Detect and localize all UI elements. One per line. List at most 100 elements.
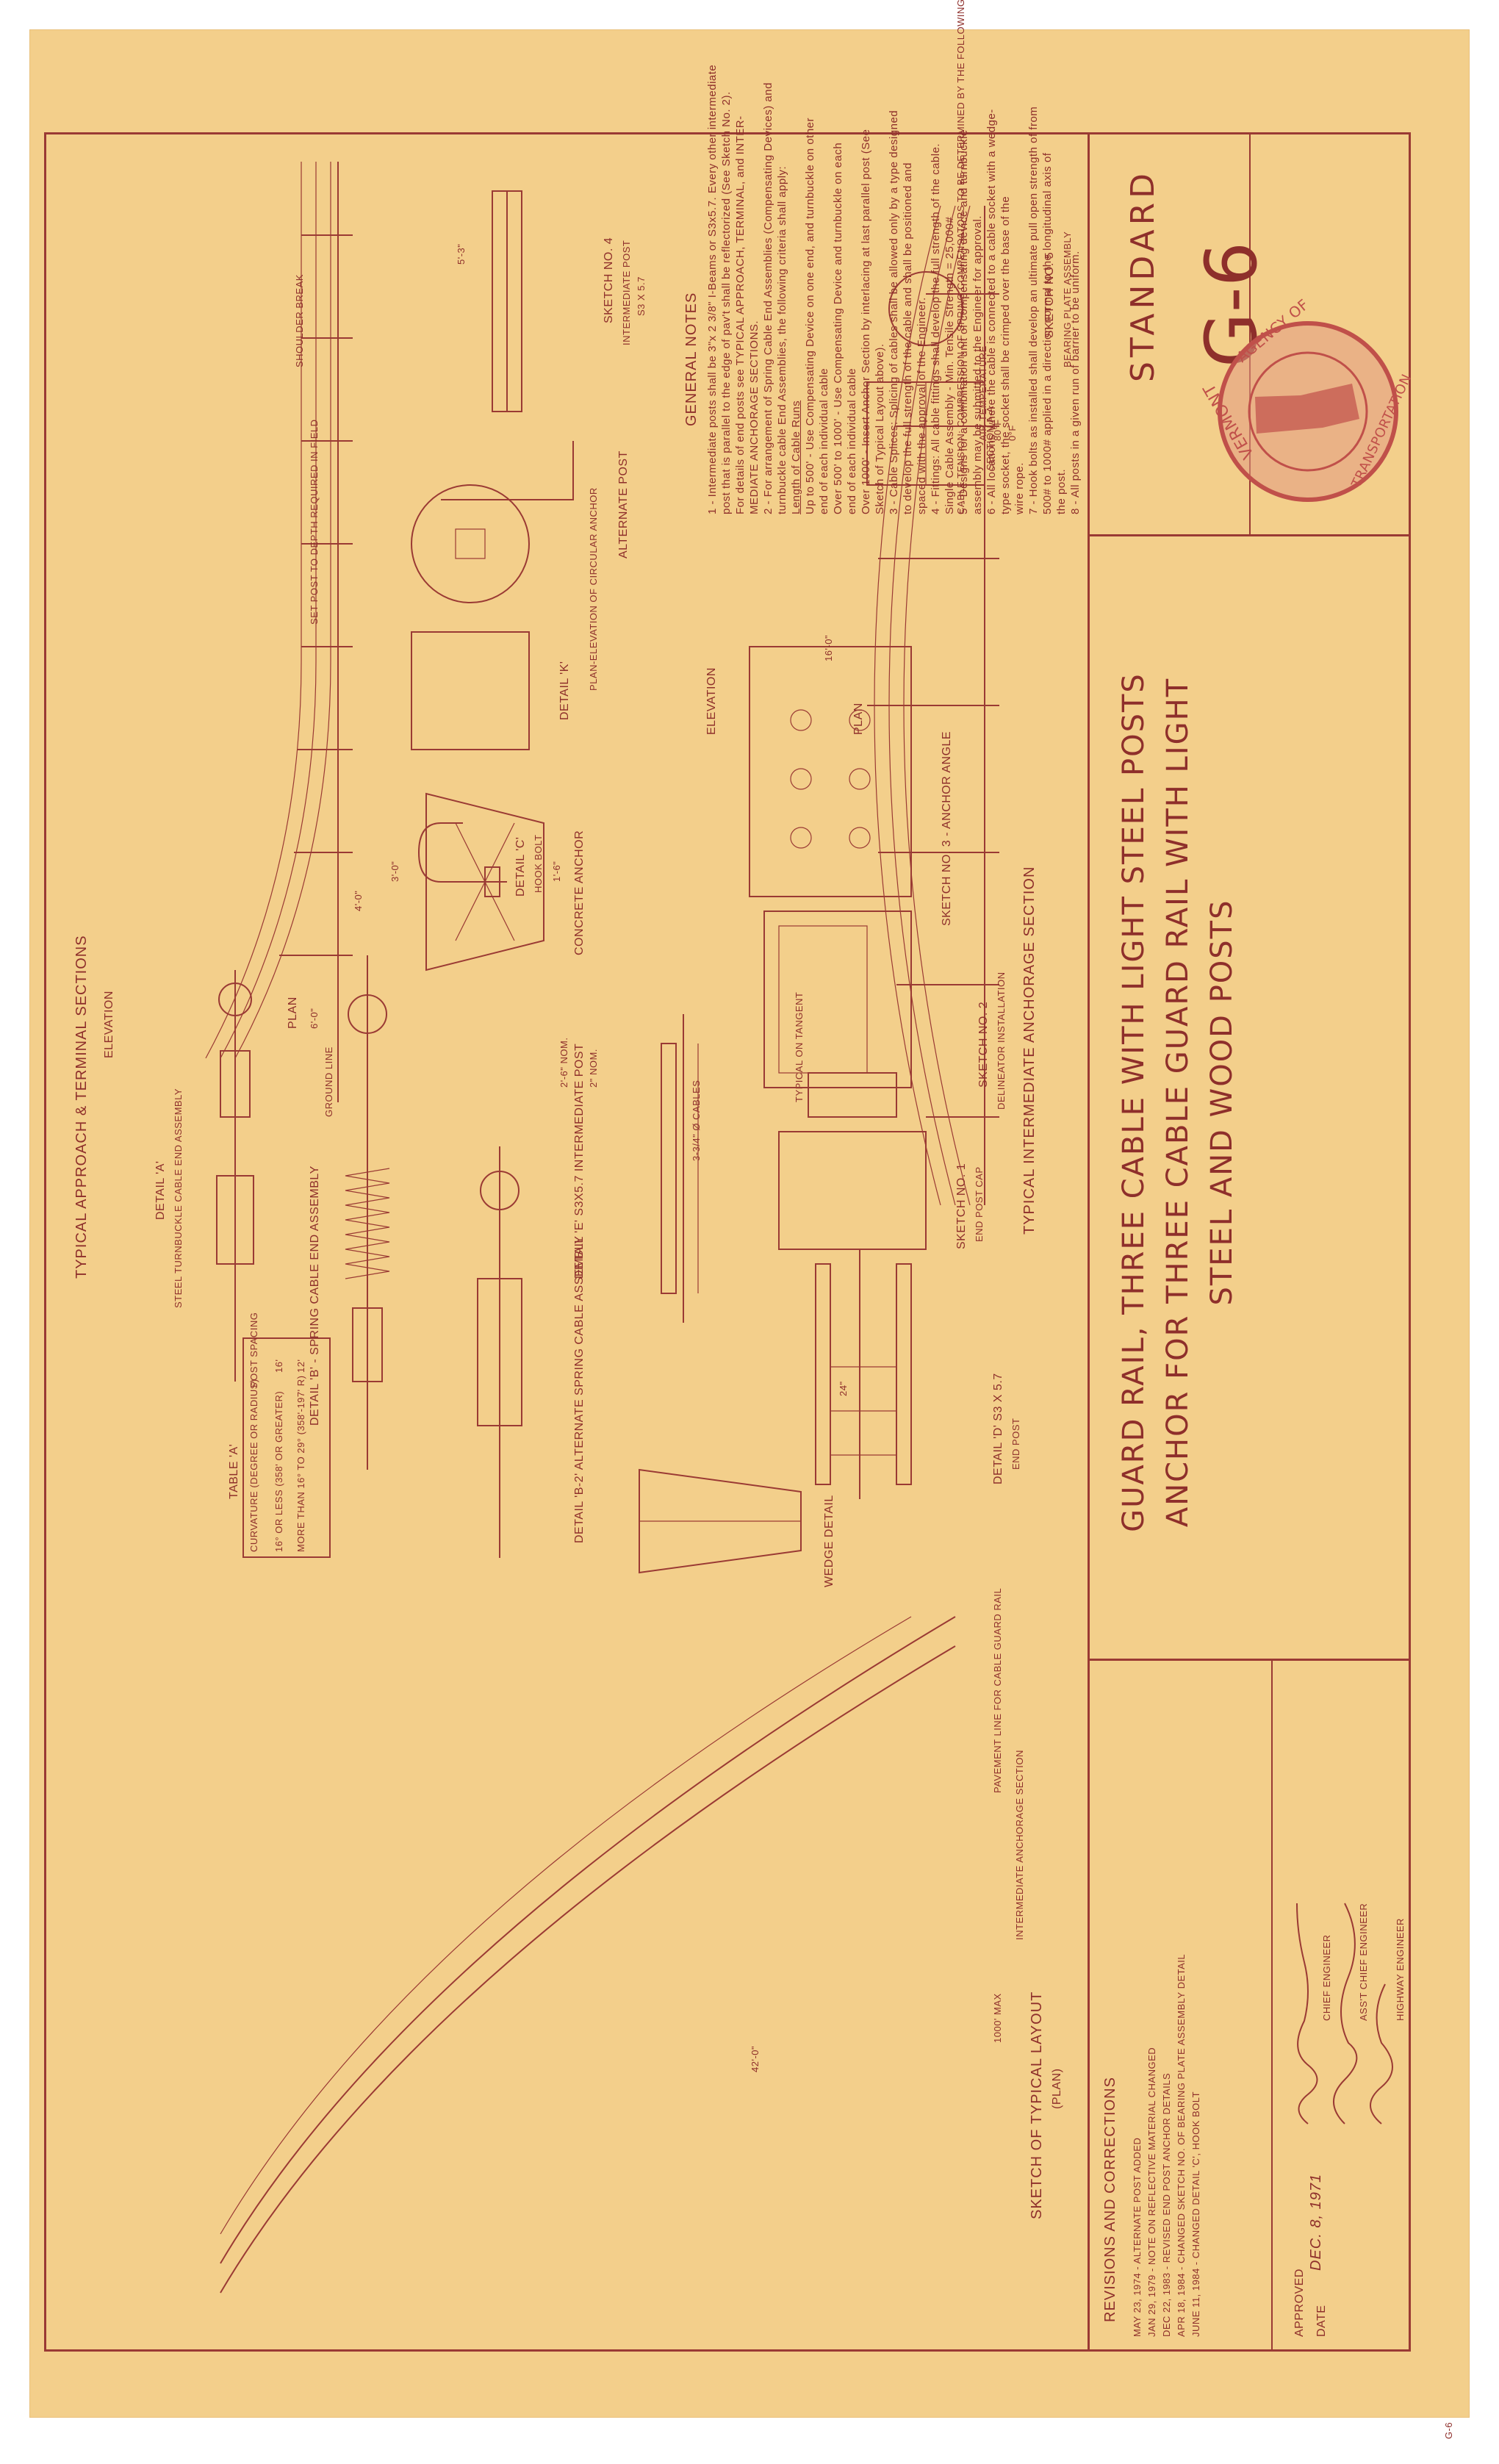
anchor-angle-drawing: [749, 646, 912, 897]
date-label: DATE: [1315, 2305, 1328, 2337]
detail-a-subtitle: STEEL TURNBUCKLE CABLE END ASSEMBLY: [173, 1088, 184, 1308]
max-1000-label: 1000' MAX: [992, 1993, 1003, 2043]
title-band-divider: [1088, 132, 1090, 2352]
detail-k-title: DETAIL 'K': [558, 661, 571, 720]
elevation-label-2: ELEVATION: [705, 667, 718, 735]
revision-item: JAN 29, 1979 - NOTE ON REFLECTIVE MATERI…: [1146, 2047, 1157, 2337]
revision-item: MAY 23, 1974 - ALTERNATE POST ADDED: [1132, 2137, 1143, 2337]
layout-sketch-title: SKETCH OF TYPICAL LAYOUT: [1029, 1991, 1045, 2219]
detail-a-title: DETAIL 'A': [154, 1160, 167, 1220]
concrete-anchor-title: CONCRETE ANCHOR: [573, 830, 586, 955]
note-line: Single Cable Assembly - Min. Tensile Str…: [943, 216, 956, 514]
page-mark: G-6: [1443, 2421, 1455, 2440]
table-a-header-spacing: POST SPACING: [248, 1312, 259, 1387]
note-line: wire rope.: [1013, 462, 1026, 514]
approach-section-title: TYPICAL APPROACH & TERMINAL SECTIONS: [73, 935, 90, 1279]
dim-24: 24": [838, 1381, 849, 1396]
sketch-2-subtitle: DELINEATOR INSTALLATION: [996, 971, 1007, 1110]
detail-e-title: DETAIL 'E' S3X5.7 INTERMEDIATE POST: [573, 1043, 586, 1279]
note-line: assembly may be submitted to the Enginee…: [971, 215, 984, 514]
dim-1-6: 1'-6": [551, 861, 562, 882]
title-line-2: ANCHOR FOR THREE CABLE GUARD RAIL WITH L…: [1161, 677, 1195, 1528]
agency-seal: [1218, 321, 1398, 502]
concrete-anchor-drawing: [425, 792, 544, 971]
table-a: CURVATURE (DEGREE OR RADIUS) POST SPACIN…: [242, 1312, 331, 1558]
dim-6-0: 6'-0": [309, 1007, 320, 1029]
approved-label: APPROVED: [1293, 2269, 1306, 2337]
sketch-1-title: SKETCH NO. 1: [955, 1163, 968, 1249]
revision-item: DEC 22, 1983 - REVISED END POST ANCHOR D…: [1161, 2072, 1172, 2337]
shoulder-break-label: SHOULDER BREAK: [294, 274, 305, 367]
sketch-2-title: SKETCH NO. 2: [977, 1001, 990, 1088]
note-line: 3 - Cable Splices: Splicing of cables sh…: [888, 109, 900, 514]
standard-label: STANDARD: [1124, 168, 1162, 382]
note-line: post that is parallel to the edge of pav…: [720, 91, 733, 514]
note-line: 6 - All locations where the cable is con…: [985, 109, 998, 514]
table-a-header-curvature: CURVATURE (DEGREE OR RADIUS): [248, 1379, 259, 1552]
note-line: Sketch of Typical Layout above).: [874, 343, 886, 514]
note-line: Over 1000' - Insert Anchor Section by in…: [860, 129, 872, 514]
revision-item: APR 18, 1984 - CHANGED SKETCH NO. OF BEA…: [1176, 1953, 1187, 2337]
intermediate-anchorage-label: INTERMEDIATE ANCHORAGE SECTION: [1014, 1750, 1025, 1940]
dim-5-3: 5'-3": [456, 243, 467, 265]
sketch-4-size: S3 X 5.7: [636, 276, 647, 316]
note-line: type socket, the socket shall be crimped…: [999, 195, 1012, 514]
dim-16-0: 16'-0": [823, 634, 834, 661]
sketch-3-title: SKETCH NO. 3 - ANCHOR ANGLE: [941, 730, 953, 926]
signatures: [1296, 1903, 1393, 2124]
drawing-content: REVISIONS AND CORRECTIONS MAY 23, 1974 -…: [44, 0, 1414, 2352]
alternate-post-title: ALTERNATE POST: [617, 450, 630, 558]
note-line: 2 - For arrangement of Spring Cable End …: [762, 82, 774, 514]
general-notes-header: GENERAL NOTES: [683, 292, 700, 426]
sketch-4-title: SKETCH NO. 4: [603, 237, 615, 323]
note-line: 5 - Designs for a combination unit of co…: [957, 129, 970, 514]
note-line: 7 - Hook bolts as installed shall develo…: [1027, 106, 1040, 514]
table-a-cell: 16': [273, 1359, 284, 1373]
approach-elevation-drawing: [205, 162, 353, 1102]
title-line-3: STEEL AND WOOD POSTS: [1205, 899, 1239, 1306]
note-line: Over 500' to 1000' - Use Compensating De…: [832, 142, 844, 514]
asst-chief-engineer-title: ASS'T CHIEF ENGINEER: [1358, 1903, 1369, 2021]
dim-nom-1: 2'-6" NOM.: [558, 1037, 569, 1088]
circular-anchor-drawing: [411, 484, 530, 750]
approval-date: DEC. 8, 1971: [1308, 2173, 1324, 2271]
dim-3-0: 3'-0": [389, 861, 400, 882]
title-line-1: GUARD RAIL, THREE CABLE WITH LIGHT STEEL…: [1117, 672, 1151, 1532]
note-line: the post.: [1055, 468, 1068, 514]
turnbuckle-drawing: [216, 970, 254, 1382]
note-line: 500# to 1000# applied in a direction nor…: [1041, 152, 1054, 514]
drawing-border: [44, 132, 1411, 2352]
layout-sketch-subtitle: (PLAN): [1051, 2068, 1063, 2109]
bearing-plate-drawing: [866, 271, 985, 486]
table-a-cell: 16° OR LESS (358' OR GREATER): [273, 1390, 284, 1552]
table-a-cell: 12': [295, 1359, 306, 1373]
general-notes-body: 1 - Intermediate posts shall be 3"x 2 3/…: [705, 65, 1082, 514]
intermediate-post-drawing: [661, 1014, 699, 1323]
intermediate-section-title: TYPICAL INTERMEDIATE ANCHORAGE SECTION: [1021, 866, 1038, 1235]
note-line: to develop the full strength of the cabl…: [902, 162, 914, 514]
spring-assembly-drawing: [345, 955, 390, 1470]
dim-42-0: 42'-0": [750, 2045, 761, 2072]
note-line: Length of Cable Runs: [790, 400, 802, 514]
note-line: end of each individual cable: [818, 367, 830, 514]
dim-4-0: 4'-0": [353, 890, 364, 911]
table-a-caption: TABLE 'A': [228, 1443, 240, 1499]
detail-d-title: DETAIL 'D' S3 X 5.7: [992, 1373, 1004, 1484]
note-line: 8 - All posts in a given run of barrier …: [1069, 251, 1082, 514]
note-line: Up to 500' - Use Compensating Device on …: [804, 117, 816, 514]
wedge-detail-title: WEDGE DETAIL: [823, 1495, 835, 1587]
detail-b2-title: DETAIL 'B-2' ALTERNATE SPRING CABLE ASSE…: [573, 1235, 586, 1543]
end-post-drawing: [815, 1249, 912, 1499]
highway-engineer-title: HIGHWAY ENGINEER: [1395, 1918, 1406, 2021]
chief-engineer-title: CHIEF ENGINEER: [1321, 1934, 1332, 2021]
note-line: For details of end posts see TYPICAL APP…: [734, 115, 747, 514]
revisions-divider: [1271, 1661, 1273, 2352]
wedge-drawing: [639, 1468, 802, 1574]
alternate-post-drawing: [441, 190, 574, 500]
note-line: turnbuckle cable End Assemblies, the fol…: [776, 165, 788, 514]
pavement-line-label: PAVEMENT LINE FOR CABLE GUARD RAIL: [992, 1587, 1003, 1793]
intermediate-elevation-drawing: [867, 205, 999, 1206]
dim-nom-2: 2" NOM.: [588, 1049, 599, 1088]
elevation-label-1: ELEVATION: [103, 991, 115, 1058]
note-line: MEDIATE ANCHORAGE SECTIONS.: [748, 320, 761, 514]
